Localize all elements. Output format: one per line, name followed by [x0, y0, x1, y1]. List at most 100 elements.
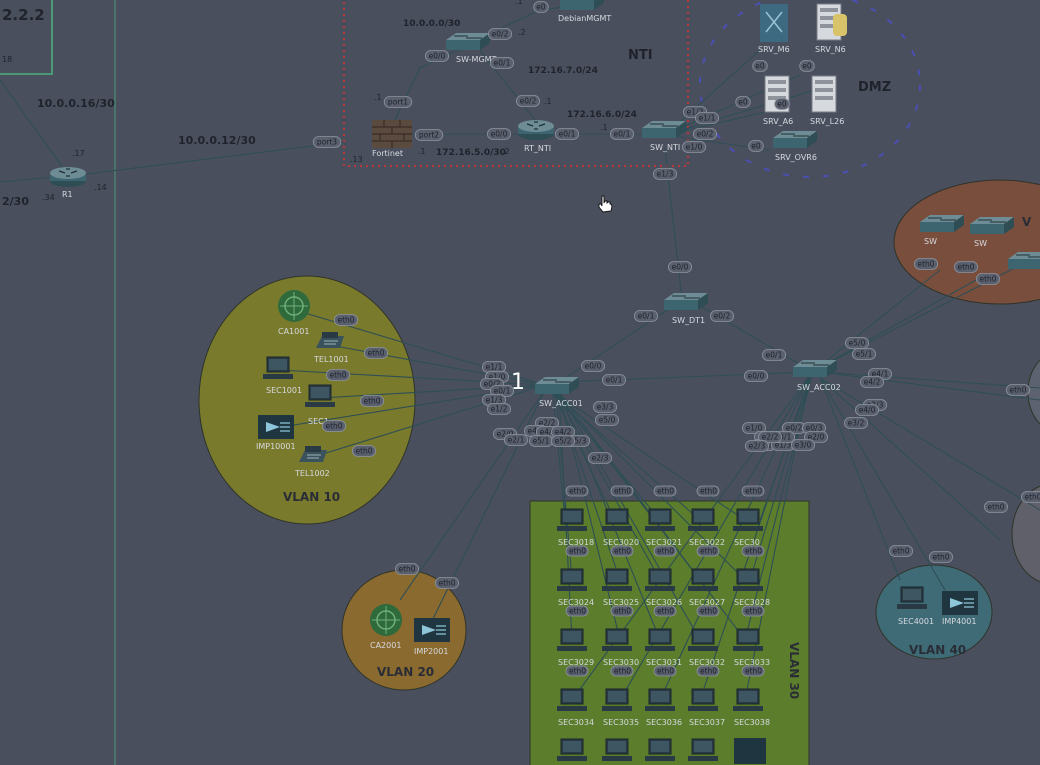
svg-text:e5/1: e5/1 [856, 350, 873, 359]
port-e2-3: e2/3 [745, 440, 770, 452]
port-port3: port3 [312, 136, 342, 148]
printer-imp10001[interactable]: IMP10001 [256, 414, 296, 451]
router-r1[interactable]: R1 [49, 166, 87, 199]
svg-text:e0/1: e0/1 [559, 130, 576, 139]
port-e4-2: e4/2 [860, 376, 885, 388]
port-e0-1: e0/1 [555, 128, 580, 140]
svg-text:e2/1: e2/1 [508, 436, 525, 445]
nti-zone [342, 0, 690, 168]
svg-text:eth0: eth0 [979, 275, 996, 284]
addr-fortinet-port3: .13 [350, 155, 363, 164]
server-srv-l26-label: SRV_L26 [810, 117, 844, 126]
port-eth0: eth0 [610, 605, 634, 617]
server-srv-m6[interactable]: SRV_M6 [758, 4, 790, 54]
server-srv-n6[interactable]: SRV_N6 [815, 3, 847, 54]
port-e1-0: e1/0 [742, 422, 767, 434]
switch-sw-mgmt[interactable]: SW-MGMT [445, 32, 497, 64]
phone-tel1001[interactable]: TEL1001 [313, 331, 349, 364]
port-e0-2: e0/2 [710, 310, 735, 322]
svg-text:e2/3: e2/3 [592, 454, 609, 463]
svg-text:eth0: eth0 [325, 422, 342, 431]
svg-text:e5/3: e5/3 [570, 437, 587, 446]
phone-tel1002[interactable]: TEL1002 [294, 445, 330, 478]
server-srv-ovr6[interactable]: SRV_OVR6 [772, 130, 818, 162]
switch-sw-dt1[interactable]: SW_DT1 [663, 292, 709, 325]
net-label-10-0-0-16: 10.0.0.16/30 [37, 97, 115, 110]
pc-sec1002[interactable]: SEC1 [304, 384, 336, 426]
switch-right-1[interactable]: SW [919, 214, 965, 246]
switch-debian-mgmt[interactable]: DebianMGMT [558, 0, 611, 23]
port-eth0: eth0 [984, 501, 1009, 513]
pc-label: SEC30 [734, 538, 760, 547]
pc-sec4001[interactable]: SEC4001 [896, 586, 934, 626]
svg-text:eth0: eth0 [700, 667, 717, 676]
switch-sw-acc01[interactable]: SW_ACC01 [534, 376, 583, 408]
pc-sec1001[interactable]: SEC1001 [262, 356, 302, 395]
svg-text:e3/2: e3/2 [848, 419, 865, 428]
switch-stack-partial[interactable] [734, 738, 766, 764]
server-srv-l26[interactable]: SRV_L26 [810, 75, 844, 126]
vlan20-label: VLAN 20 [377, 665, 434, 679]
pc-partial[interactable] [687, 738, 719, 762]
topright-vlan-zone[interactable] [893, 179, 1040, 305]
firewall-fortinet-label: Fortinet [372, 149, 403, 158]
server-srv-a6[interactable]: SRV_A6 [763, 75, 793, 126]
svg-text:port2: port2 [419, 131, 439, 140]
ca-ca1001[interactable]: CA1001 [277, 289, 311, 336]
pc-partial[interactable] [644, 738, 676, 762]
printer-imp2001[interactable]: IMP2001 [413, 617, 451, 656]
svg-text:e1/2: e1/2 [687, 108, 704, 117]
svg-text:e0/0: e0/0 [585, 362, 602, 371]
switch-sw-acc02[interactable]: SW_ACC02 [792, 359, 841, 392]
firewall-fortinet[interactable]: Fortinet [371, 119, 413, 158]
addr-debian: .1 [515, 0, 523, 6]
port-eth0: eth0 [741, 485, 765, 497]
net-label-10-0-0-0: 10.0.0.0/30 [403, 19, 460, 29]
vlan10-zone[interactable] [198, 275, 416, 525]
port-eth0: eth0 [565, 545, 589, 557]
printer-imp4001[interactable]: IMP4001 [941, 590, 979, 626]
port-eth0: eth0 [954, 261, 979, 273]
dmz-zone [699, 0, 921, 178]
pc-partial[interactable] [556, 738, 588, 762]
net-label-left-top: 2.2.2 [2, 6, 45, 24]
pc-label: SEC3035 [603, 718, 639, 727]
svg-text:eth0: eth0 [657, 667, 674, 676]
pc-sec30[interactable]: SEC30 eth0 [732, 485, 765, 547]
pc-partial[interactable] [601, 738, 633, 762]
switch-right-2[interactable]: SW [969, 216, 1015, 248]
right-partial-zone-1 [1027, 359, 1040, 425]
port-e2-1: e2/1 [503, 434, 528, 446]
svg-text:e0: e0 [777, 100, 787, 109]
router-rt-nti[interactable]: RT_NTI [517, 119, 555, 153]
svg-text:e0/2: e0/2 [714, 312, 731, 321]
port-e0-1: e0/1 [489, 57, 514, 69]
ca-ca2001[interactable]: CA2001 [369, 603, 403, 650]
switch-sw-nti[interactable]: SW_NTI [641, 120, 687, 152]
port-eth0: eth0 [929, 551, 954, 563]
port-e1-2: e1/2 [486, 403, 511, 415]
zone-left-box [0, 0, 116, 765]
svg-text:e0: e0 [536, 3, 546, 12]
vlan10-label: VLAN 10 [283, 490, 340, 504]
